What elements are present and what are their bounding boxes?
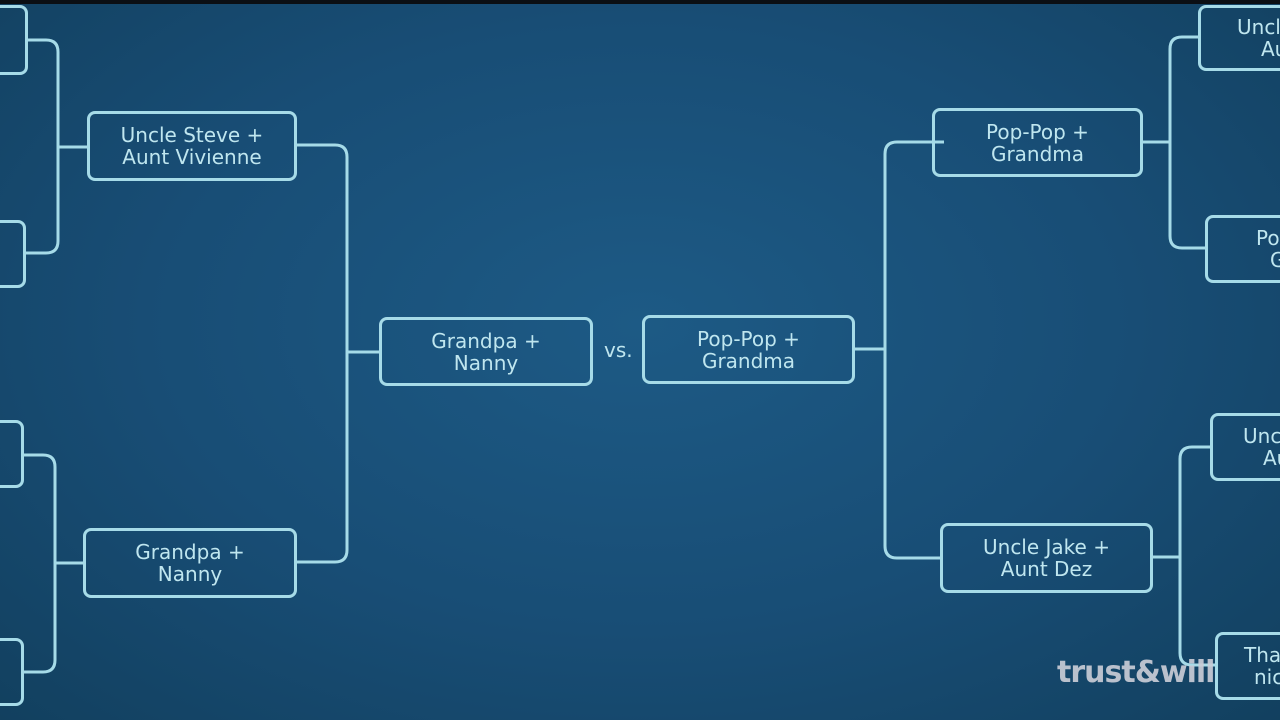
connector-left-top (26, 38, 87, 255)
left-round1-box-1 (0, 5, 28, 75)
team-line1: Pop-Pop + (986, 119, 1089, 144)
team-line1: Pop-Pop + (697, 326, 800, 351)
finalist-left: Grandpa + Nanny (379, 317, 593, 386)
team-line1: Unc (1243, 424, 1280, 448)
team-line1: Grandpa + (431, 328, 541, 353)
connector-right-top (1142, 35, 1205, 250)
left-round1-box-3 (0, 420, 24, 488)
team-line2: Au (1263, 446, 1280, 470)
connector-right-bottom (1152, 445, 1215, 667)
team-line2: Grandma (990, 141, 1085, 166)
team-line2: G (1256, 249, 1280, 271)
connector-left-semis (297, 143, 379, 564)
left-round1-box-2 (0, 220, 26, 288)
team-line1: Po (1256, 226, 1280, 250)
team-line2: Aunt Vivienne (122, 145, 262, 169)
right-round1-box-3: Unc Au (1210, 413, 1280, 481)
team-line1: Tha (1244, 643, 1280, 667)
team-line2: Nanny (157, 562, 223, 586)
team-uncle-steve-aunt-vivienne: Uncle Steve + Aunt Vivienne (87, 111, 297, 181)
team-grandpa-nanny-round2: Grandpa + Nanny (83, 528, 297, 598)
team-line2: Aunt Dez (1000, 557, 1093, 581)
team-line2: Nanny (453, 350, 519, 375)
left-round1-box-4 (0, 638, 24, 706)
team-pop-pop-grandma-round2: Pop-Pop + Grandma (932, 108, 1143, 177)
trust-and-will-watermark: trust&will (1057, 655, 1215, 690)
team-line2: Au (1261, 37, 1280, 61)
right-round1-box-1: Uncl Au (1198, 5, 1280, 71)
right-round1-box-4: Tha nic (1215, 632, 1280, 700)
team-line2: Grandma (701, 348, 796, 373)
right-round1-box-2: Po G (1205, 215, 1280, 283)
finalist-right: Pop-Pop + Grandma (642, 315, 855, 384)
team-uncle-jake-aunt-dez: Uncle Jake + Aunt Dez (940, 523, 1153, 593)
vs-label: vs. (604, 338, 633, 362)
team-line1: Uncle Jake + (983, 535, 1110, 559)
top-letterbox (0, 0, 1280, 4)
team-line1: Grandpa + (135, 540, 245, 564)
team-line1: Uncle Steve + (120, 123, 264, 147)
team-line1: Uncl (1237, 15, 1280, 39)
team-line2: nic (1254, 665, 1280, 689)
connector-right-semis (854, 140, 944, 560)
connector-left-bottom (24, 453, 83, 674)
